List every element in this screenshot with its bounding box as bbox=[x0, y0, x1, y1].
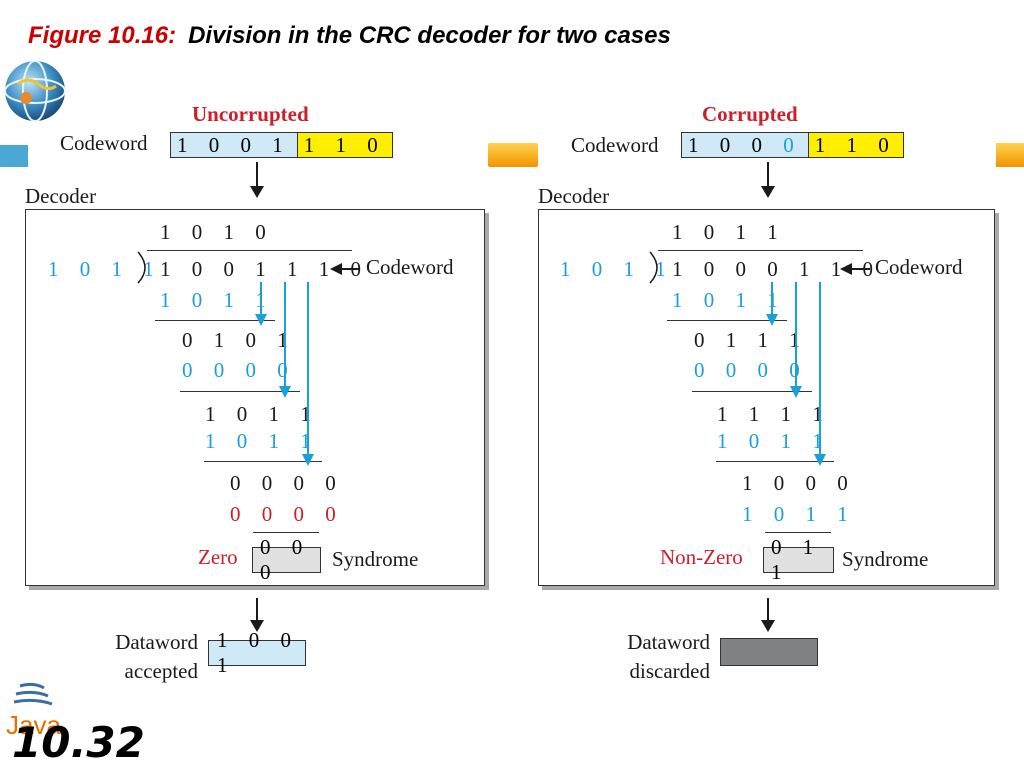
syndrome-box-2: 0 1 1 bbox=[763, 535, 834, 584]
decoder-label-2: Decoder bbox=[538, 184, 610, 208]
right-accent-bar bbox=[996, 143, 1024, 167]
discarded-dataword-box bbox=[720, 638, 818, 666]
step-1-subtrahend: 1 0 1 1 bbox=[160, 288, 274, 312]
globe-logo-icon bbox=[4, 60, 66, 122]
syndrome-box: 0 0 0 bbox=[252, 535, 321, 584]
dividend-codeword-label: Codeword bbox=[366, 255, 454, 279]
step-2-subtrahend: 0 0 0 0 bbox=[182, 358, 296, 382]
quotient: 1 0 1 0 bbox=[160, 220, 274, 244]
slide-title: Figure 10.16: Division in the CRC decoder… bbox=[28, 22, 671, 50]
uncorrupted-heading: Uncorrupted bbox=[192, 102, 309, 126]
codeword-crc-bits-2: 1 1 0 bbox=[807, 133, 903, 157]
step-2-line-2 bbox=[692, 391, 812, 392]
step-1-line-2 bbox=[667, 320, 787, 321]
step-2-line bbox=[180, 391, 300, 392]
java-logo-icon: Java bbox=[6, 682, 61, 740]
uncorrupted-decoder-box bbox=[25, 209, 485, 586]
dividend: 1 0 0 1 1 1 0 bbox=[160, 257, 369, 281]
step-4-subtrahend: 0 0 0 0 bbox=[230, 502, 344, 526]
step-3-remainder-2: 1 0 0 0 bbox=[742, 471, 856, 495]
syndrome-label-2: Syndrome bbox=[842, 547, 929, 571]
step-4-line-2 bbox=[765, 532, 831, 533]
dataword-label: Dataword bbox=[115, 630, 198, 654]
step-1-remainder-2: 0 1 1 1 bbox=[694, 328, 808, 352]
decoder-label: Decoder bbox=[25, 184, 97, 208]
dividend-2: 1 0 0 0 1 1 0 bbox=[672, 257, 881, 281]
uncorrupted-codeword-box: 1 0 0 1 1 1 0 bbox=[170, 132, 393, 158]
flipped-bit: 0 bbox=[783, 132, 802, 157]
step-2-remainder-2: 1 1 1 1 bbox=[717, 402, 831, 426]
divisor-2: 1 0 1 1 bbox=[560, 257, 674, 281]
step-3-line bbox=[204, 461, 322, 462]
codeword-data-bits-2: 1 0 0 0 bbox=[682, 133, 808, 157]
codeword-label-2: Codeword bbox=[571, 133, 659, 157]
left-accent-bar bbox=[0, 145, 28, 167]
step-1-line bbox=[155, 320, 275, 321]
corrupted-heading: Corrupted bbox=[702, 102, 798, 126]
divisor: 1 0 1 1 bbox=[48, 257, 162, 281]
step-3-remainder: 0 0 0 0 bbox=[230, 471, 344, 495]
dataword-status-2: discarded bbox=[629, 659, 710, 683]
step-4-subtrahend-2: 1 0 1 1 bbox=[742, 502, 856, 526]
division-bar bbox=[147, 250, 352, 251]
step-2-subtrahend-2: 0 0 0 0 bbox=[694, 358, 808, 382]
codeword-data-bits: 1 0 0 1 bbox=[171, 133, 297, 157]
dataword-result-label-2: Dataword discarded bbox=[600, 628, 710, 686]
division-bar-2 bbox=[658, 250, 863, 251]
page-number: 10.32 bbox=[12, 718, 145, 767]
syndrome-label: Syndrome bbox=[332, 547, 419, 571]
step-3-subtrahend-2: 1 0 1 1 bbox=[717, 429, 831, 453]
middle-accent-bar bbox=[488, 143, 538, 167]
syndrome-status: Zero bbox=[198, 545, 238, 569]
quotient-2: 1 0 1 1 bbox=[672, 220, 786, 244]
figure-number: Figure 10.16: bbox=[28, 22, 177, 49]
step-2-remainder: 1 0 1 1 bbox=[205, 402, 319, 426]
svg-text:Java: Java bbox=[6, 710, 61, 740]
syndrome-status-2: Non-Zero bbox=[660, 545, 743, 569]
corrupted-decoder-box bbox=[538, 209, 995, 586]
step-1-subtrahend-2: 1 0 1 1 bbox=[672, 288, 786, 312]
step-4-line bbox=[253, 532, 319, 533]
dataword-result-label: Dataword accepted bbox=[102, 628, 198, 686]
dataword-label-2: Dataword bbox=[627, 630, 710, 654]
dataword-status: accepted bbox=[124, 659, 198, 683]
codeword-data-prefix: 1 0 0 bbox=[688, 132, 770, 157]
corrupted-codeword-box: 1 0 0 0 1 1 0 bbox=[681, 132, 904, 158]
figure-caption: Division in the CRC decoder for two case… bbox=[188, 22, 671, 49]
codeword-label: Codeword bbox=[60, 131, 148, 155]
step-3-subtrahend: 1 0 1 1 bbox=[205, 429, 319, 453]
codeword-crc-bits: 1 1 0 bbox=[296, 133, 392, 157]
dividend-codeword-label-2: Codeword bbox=[875, 255, 963, 279]
step-1-remainder: 0 1 0 1 bbox=[182, 328, 296, 352]
accepted-dataword-box: 1 0 0 1 bbox=[208, 628, 306, 677]
step-3-line-2 bbox=[716, 461, 834, 462]
